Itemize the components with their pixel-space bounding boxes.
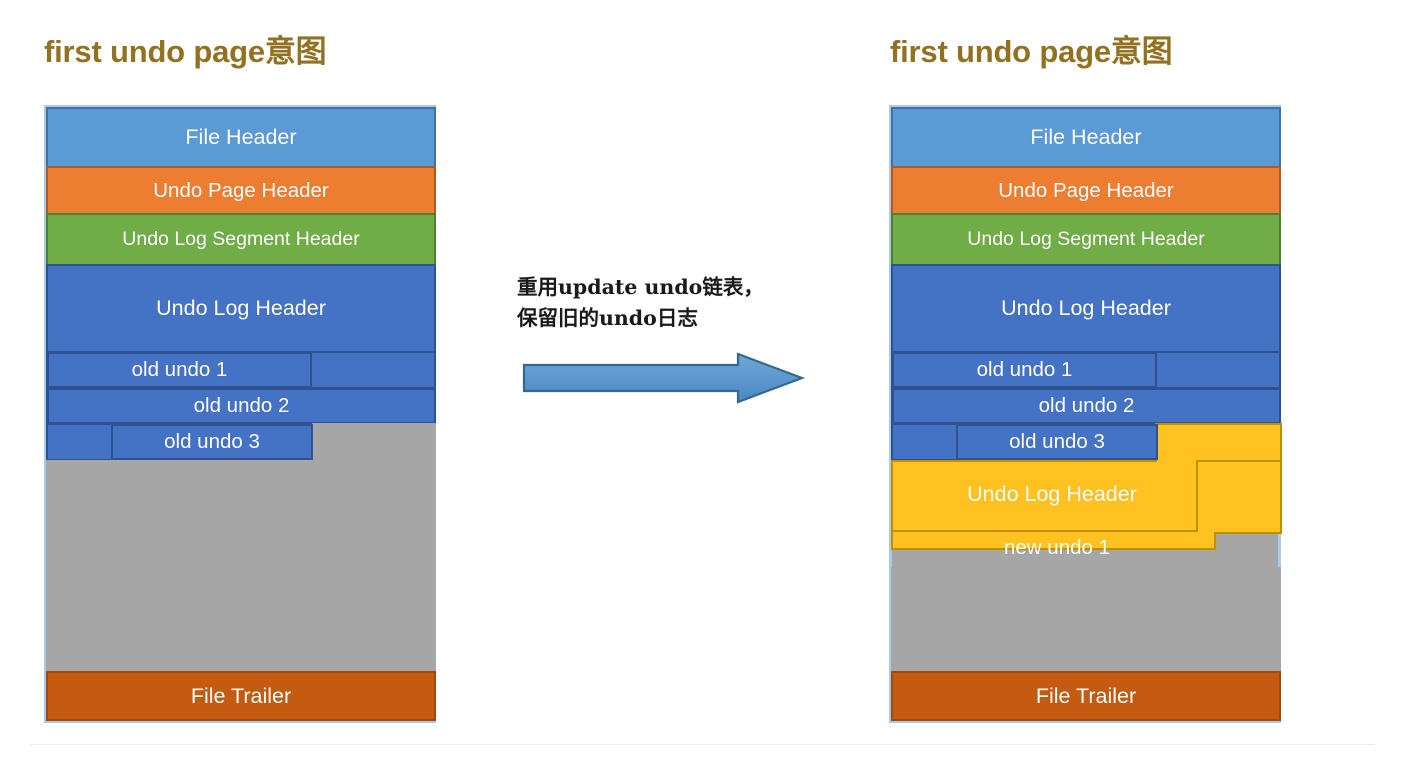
transition-arrow — [520, 352, 810, 404]
left-old-undo-3-label: old undo 3 — [164, 430, 260, 453]
right-undo-log-segment-header-label: Undo Log Segment Header — [967, 228, 1205, 250]
right-old-undo-1-label: old undo 1 — [976, 358, 1073, 381]
right-file-header-label: File Header — [1030, 125, 1142, 149]
right-file-trailer-label: File Trailer — [1035, 683, 1137, 708]
left-free-space-row3 — [312, 423, 436, 461]
left-diagram-title: first undo page意图 — [44, 34, 327, 69]
left-file-header-label: File Header — [185, 125, 297, 149]
left-block-old-undo-3: old undo 3 — [111, 424, 313, 460]
left-block-undo-log-header: Undo Log Header — [46, 264, 436, 353]
right-arrow-icon — [522, 352, 806, 404]
left-undo-page: File Header Undo Page Header Undo Log Se… — [44, 105, 436, 723]
left-old-undo-2-label: old undo 2 — [193, 394, 290, 417]
left-undo-log-segment-header-label: Undo Log Segment Header — [122, 228, 360, 250]
right-undo-log-header-label: Undo Log Header — [1001, 296, 1171, 320]
left-block-undo-page-header: Undo Page Header — [46, 166, 436, 215]
right-old-undo-2-label: old undo 2 — [1038, 394, 1135, 417]
left-file-trailer-label: File Trailer — [190, 683, 292, 708]
left-free-space — [46, 460, 436, 672]
right-block-file-trailer: File Trailer — [891, 671, 1281, 721]
right-undo-page: File Header Undo Page Header Undo Log Se… — [889, 105, 1282, 723]
left-block-undo-log-segment-header: Undo Log Segment Header — [46, 213, 436, 266]
right-diagram-title: first undo page意图 — [890, 34, 1173, 69]
transition-caption: 重用update undo链表， 保留旧的undo日志 — [517, 275, 764, 330]
right-block-undo-page-header: Undo Page Header — [891, 166, 1281, 215]
right-block-file-header: File Header — [891, 107, 1281, 168]
bottom-divider — [30, 744, 1375, 745]
right-block-undo-log-segment-header: Undo Log Segment Header — [891, 213, 1281, 266]
right-new-undo-region-shape — [891, 423, 1282, 550]
left-old-undo-1-label: old undo 1 — [131, 358, 228, 381]
left-block-old-undo-2: old undo 2 — [47, 388, 436, 424]
right-free-space — [891, 567, 1281, 672]
right-block-undo-log-header: Undo Log Header — [891, 264, 1281, 353]
left-block-old-undo-1: old undo 1 — [47, 352, 312, 388]
right-block-old-undo-3: old undo 3 — [956, 424, 1158, 460]
right-new-undo-log-header-label-wrap: Undo Log Header — [902, 474, 1202, 514]
right-block-old-undo-1: old undo 1 — [892, 352, 1157, 388]
right-old-undo-3-label: old undo 3 — [1009, 430, 1105, 453]
right-undo-page-header-label: Undo Page Header — [998, 178, 1174, 202]
left-block-file-header: File Header — [46, 107, 436, 168]
right-block-old-undo-2: old undo 2 — [892, 388, 1281, 424]
left-undo-log-header-label: Undo Log Header — [156, 296, 326, 320]
right-new-undo-log-header-label: Undo Log Header — [967, 481, 1137, 506]
left-undo-page-header-label: Undo Page Header — [153, 178, 329, 202]
right-new-undo-1-label-wrap: new undo 1 — [892, 531, 1222, 565]
left-block-file-trailer: File Trailer — [46, 671, 436, 721]
right-new-undo-1-label: new undo 1 — [1003, 536, 1110, 559]
